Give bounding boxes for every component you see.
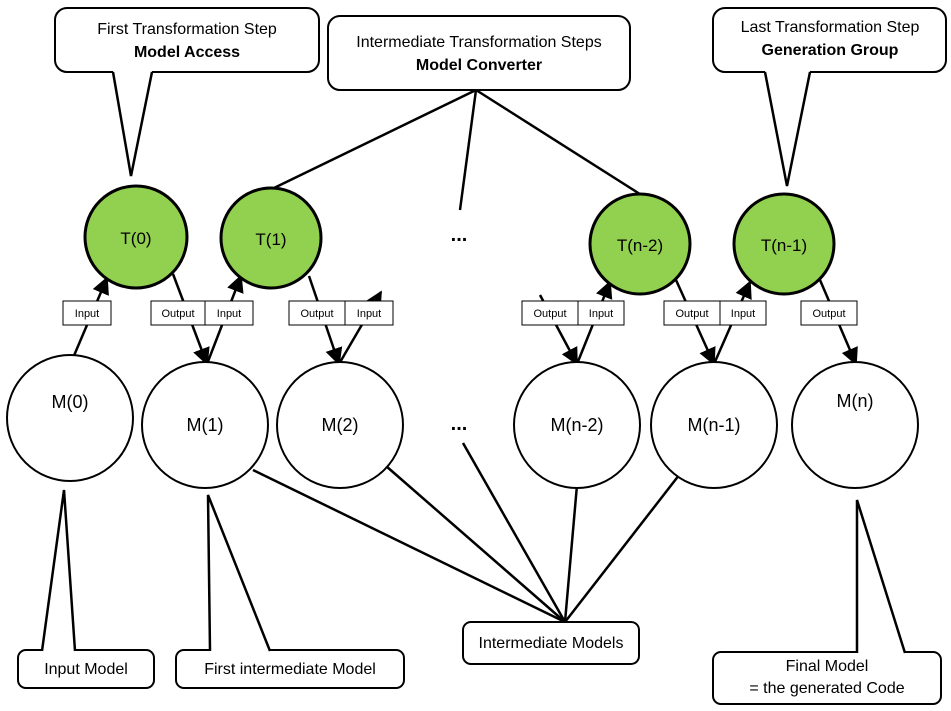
svg-text:Output: Output [675,308,708,320]
model-label: M(n-1) [688,415,741,435]
connector-to-ellipsis [458,89,478,211]
callout-first-step-title: First Transformation Step [97,21,277,38]
transformation-t1: T(1) [219,186,323,290]
model-mn-1: M(n-1) [650,361,778,489]
pointer-ellipsis-intermediate [461,442,567,623]
model-m0: M(0) [6,354,134,482]
model-mn-2: M(n-2) [513,361,641,489]
svg-text:Input: Input [731,308,755,320]
callout-first-intermediate-model: First intermediate Model [175,494,405,689]
pointer-mn-1-intermediate [564,469,684,623]
callout-last-transformation-step: Last Transformation Step Generation Grou… [712,7,947,187]
model-label: M(n-2) [551,415,604,435]
callout-final-model-title: Final Model [786,658,869,675]
callout-intermediate-models-text: Intermediate Models [479,635,624,652]
callout-input-model-text: Input Model [44,661,128,678]
callout-last-step-title: Last Transformation Step [741,19,920,36]
port-input-tn-2: Input [577,300,625,326]
svg-text:Output: Output [161,308,194,320]
port-output-tn-3: Output [521,300,579,326]
port-output-tn-2: Output [663,300,721,326]
callout-final-model-subtitle: = the generated Code [749,680,904,697]
callout-first-transformation-step: First Transformation Step Model Access [54,7,320,177]
connector-to-tn-2 [475,88,644,198]
connector-to-t1 [273,88,477,190]
transformation-label: T(1) [255,230,286,249]
callout-intermediate-models: Intermediate Models [462,621,640,665]
port-input-t1: Input [204,300,254,326]
svg-text:Input: Input [357,308,381,320]
transformation-tn-2: T(n-2) [588,192,692,296]
pointer-mn-2-intermediate [563,484,579,623]
transformation-t0: T(0) [83,184,189,290]
port-output-tn-1: Output [800,300,858,326]
callout-pointers [252,442,684,624]
transformation-label: T(n-2) [617,236,663,255]
port-labels: Input Output Input Output Input Output I… [62,300,858,326]
model-m1: M(1) [141,361,269,489]
svg-text:Input: Input [217,308,241,320]
transformation-label: T(0) [120,229,151,248]
port-output-t1: Output [288,300,346,326]
pointer-m1-intermediate [252,468,566,624]
model-ellipsis: ... [451,413,468,435]
model-label: M(2) [322,415,359,435]
callout-last-step-subtitle: Generation Group [762,42,899,59]
svg-text:Input: Input [589,308,613,320]
transformation-label: T(n-1) [761,236,807,255]
model-label: M(0) [52,392,89,412]
svg-text:Output: Output [300,308,333,320]
svg-text:Input: Input [75,308,99,320]
model-m2: M(2) [276,361,404,489]
callout-intermediate-steps-subtitle: Model Converter [416,57,542,74]
pointer-m2-intermediate [385,465,566,623]
port-input-t2: Input [344,300,394,326]
callout-intermediate-transformation-steps: Intermediate Transformation Steps Model … [327,15,631,91]
svg-text:Output: Output [533,308,566,320]
callout-final-model: Final Model = the generated Code [712,499,942,705]
model-mn: M(n) [791,361,919,489]
callout-intermediate-steps-title: Intermediate Transformation Steps [356,34,601,51]
model-label: M(n) [837,391,874,411]
callout-first-intermediate-text: First intermediate Model [204,661,376,678]
callout-first-step-subtitle: Model Access [134,44,240,61]
port-input-tn-1: Input [719,300,767,326]
port-input-t0: Input [62,300,112,326]
transformation-ellipsis: ... [451,224,468,246]
svg-text:Output: Output [812,308,845,320]
callout-input-model: Input Model [17,489,155,689]
model-label: M(1) [187,415,224,435]
transformation-tn-1: T(n-1) [732,192,836,296]
port-output-t0: Output [150,300,206,326]
